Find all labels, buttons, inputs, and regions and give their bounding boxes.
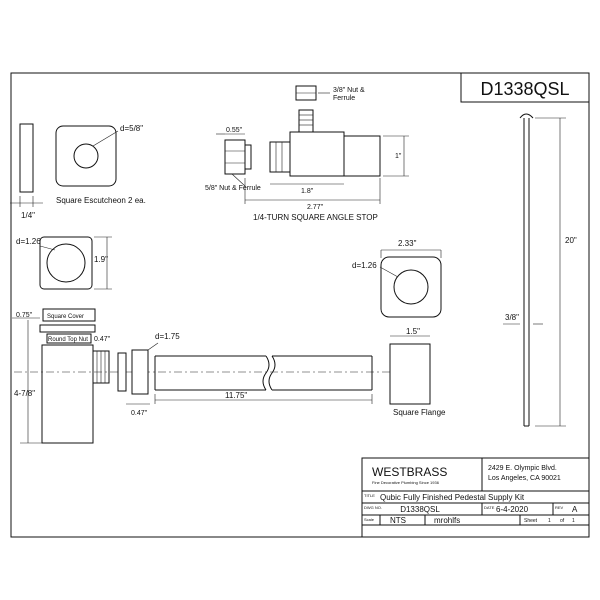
header-drawing-number: D1338QSL bbox=[480, 79, 569, 99]
angle-stop-inlet-threads bbox=[269, 141, 291, 173]
sheet-total: 1 bbox=[572, 518, 575, 524]
angle-stop-inlet-nut-label: 5/8" Nut & Ferrule bbox=[205, 185, 261, 192]
trap-dim-047-bottom: 0.47" bbox=[131, 410, 148, 417]
small-flange: d=1.26 1.9" bbox=[16, 236, 112, 290]
supply-tube-bulb-tip bbox=[519, 113, 534, 119]
square-flange: 2.33" d=1.26 1.5" Square Flange bbox=[352, 239, 446, 417]
trap-assembly: 0.75" Square Cover Round Top Nut 0.47" 4… bbox=[12, 308, 390, 444]
trap-dim-047-top: 0.47" bbox=[94, 336, 111, 343]
trap-diameter-label: d=1.75 bbox=[155, 332, 180, 341]
scale-field-label: Scale bbox=[364, 517, 375, 522]
trap-square-cover bbox=[39, 324, 96, 333]
trap-dim-075: 0.75" bbox=[16, 312, 33, 319]
angle-stop-nut-label: 3/8" Nut & bbox=[333, 87, 365, 94]
square-flange-side-view bbox=[389, 343, 431, 405]
escutcheon-side-view bbox=[19, 123, 34, 193]
supply-tube-length-label: 20" bbox=[565, 236, 577, 245]
brand-tagline: Fine Decorative Plumbing Since 1936 bbox=[372, 480, 440, 485]
angle-stop-dim-277: 2.77" bbox=[307, 204, 324, 211]
drawing-title: Qubic Fully Finished Pedestal Supply Kit bbox=[380, 493, 525, 502]
trap-slip-nut bbox=[131, 349, 149, 395]
sheet-number: 1 bbox=[548, 518, 551, 524]
angle-stop-ferrule-label: Ferrule bbox=[333, 95, 355, 102]
date-field-label: DATE bbox=[484, 505, 495, 510]
escutcheon-diameter-label: d=5/8" bbox=[120, 124, 143, 133]
angle-stop-dim-055: 0.55" bbox=[226, 127, 243, 134]
escutcheon-label: Square Escutcheon 2 ea. bbox=[56, 196, 146, 205]
small-flange-diameter-label: d=1.26 bbox=[16, 237, 41, 246]
square-flange-hole bbox=[393, 269, 429, 305]
angle-stop-label: 1/4-TURN SQUARE ANGLE STOP bbox=[253, 213, 378, 222]
escutcheon-thickness-label: 1/4" bbox=[21, 211, 35, 220]
brand-logo: WESTBRASS bbox=[372, 465, 447, 479]
header-number-box: D1338QSL bbox=[460, 72, 590, 103]
supply-tube: 20" 3/8" bbox=[503, 113, 577, 427]
angle-stop: 3/8" Nut & Ferrule 0.55" 5/8" Nut & Ferr… bbox=[205, 85, 409, 222]
square-flange-depth-label: 1.5" bbox=[406, 327, 420, 336]
title-block: WESTBRASS Fine Decorative Plumbing Since… bbox=[361, 457, 590, 538]
angle-stop-inlet-nut bbox=[224, 139, 246, 175]
drawing-date: 6-4-2020 bbox=[496, 505, 529, 514]
supply-tube-diameter-label: 3/8" bbox=[505, 313, 519, 322]
angle-stop-body bbox=[289, 131, 345, 177]
address-line-1: 2429 E. Olympic Blvd. bbox=[488, 465, 557, 472]
trap-square-cover-callout bbox=[42, 308, 96, 322]
angle-stop-dim-18: 1.8" bbox=[301, 188, 314, 195]
title-field-label: TITLE bbox=[364, 493, 375, 498]
trap-body bbox=[41, 344, 94, 444]
drawing-border bbox=[10, 72, 590, 538]
escutcheon-hole bbox=[73, 143, 99, 169]
revision: A bbox=[572, 505, 578, 514]
angle-stop-outlet-stem bbox=[298, 109, 314, 133]
scale-value: NTS bbox=[390, 516, 406, 525]
dwg-field-label: DWG NO. bbox=[364, 505, 382, 510]
small-flange-height-label: 1.9" bbox=[94, 255, 108, 264]
trap-square-cover-label: Square Cover bbox=[47, 314, 84, 320]
trap-height-label: 4-7/8" bbox=[14, 389, 35, 398]
small-flange-hole bbox=[46, 243, 86, 283]
angle-stop-handle bbox=[343, 135, 381, 177]
trap-round-top-nut-label: Round Top Nut bbox=[48, 337, 88, 343]
address-line-2: Los Angeles, CA 90021 bbox=[488, 475, 561, 482]
trap-round-top-nut bbox=[46, 333, 92, 344]
rev-field-label: REV bbox=[555, 505, 564, 510]
trap-length-label: 11.75" bbox=[225, 391, 247, 400]
trap-slip-washer bbox=[117, 352, 127, 392]
angle-stop-dim-1: 1" bbox=[395, 153, 402, 160]
drawn-by: mrohlfs bbox=[434, 516, 460, 525]
square-escutcheon: 1/4" d=5/8" Square Escutcheon 2 ea. bbox=[10, 123, 146, 220]
square-flange-diameter-label: d=1.26 bbox=[352, 261, 377, 270]
square-flange-width-label: 2.33" bbox=[398, 239, 417, 248]
sheet-field-label: Sheet bbox=[524, 518, 538, 524]
sheet-of: of bbox=[560, 518, 565, 524]
dwg-number: D1338QSL bbox=[400, 505, 440, 514]
square-flange-label: Square Flange bbox=[393, 408, 446, 417]
angle-stop-inlet-ferrule bbox=[244, 144, 252, 170]
